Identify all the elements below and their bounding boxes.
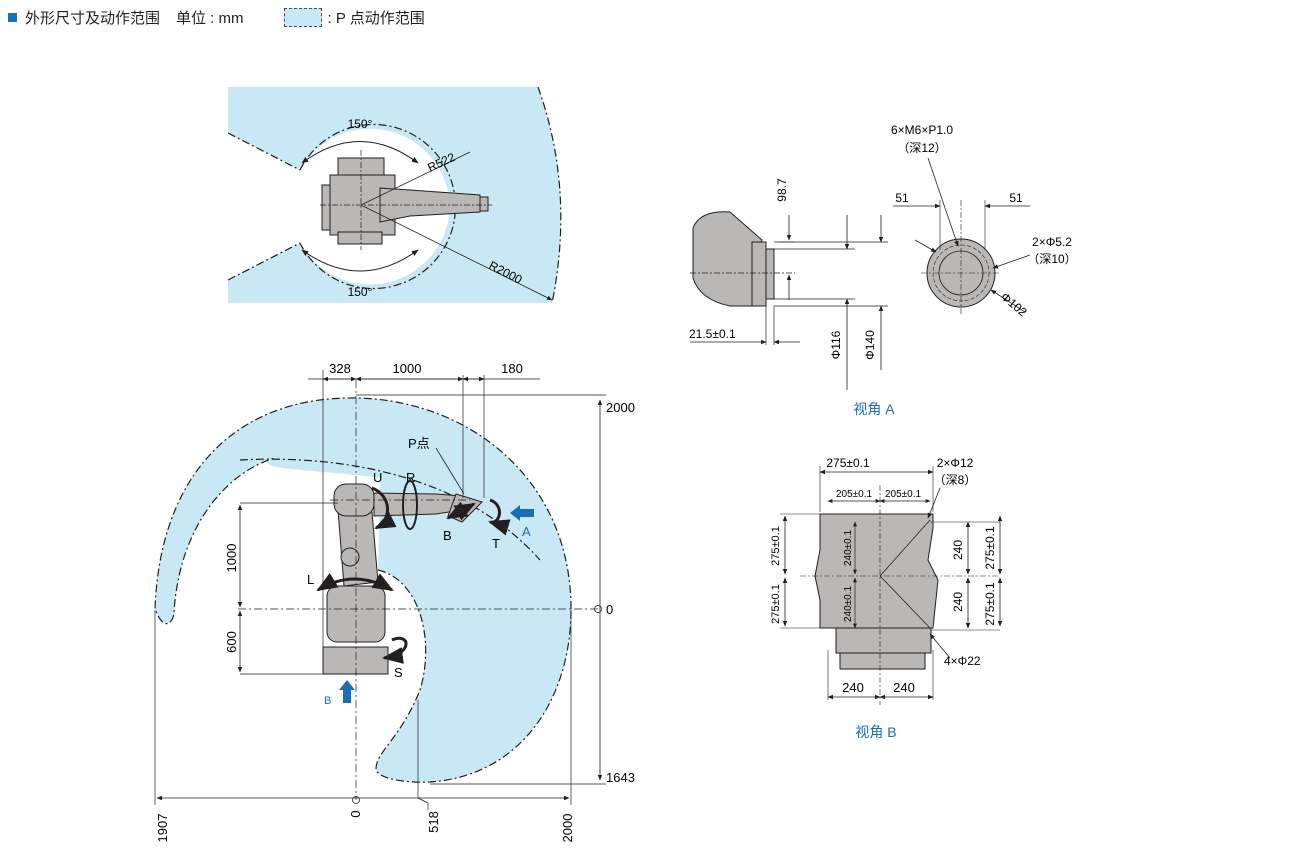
axis-r-arrow xyxy=(402,480,418,530)
axis-u-arrow xyxy=(371,486,397,530)
arc-arrow-top xyxy=(301,141,419,164)
axis-r-label: R xyxy=(406,470,415,485)
bottom-240-right-label: 240 xyxy=(893,680,915,695)
top-view: 150° 150° R522 R2000 xyxy=(227,86,562,304)
dim-21-5: 21.5±0.1 xyxy=(689,327,736,341)
view-a: 98.7 21.5±0.1 Φ116 Φ140 51 51 6×M6×P1.0 … xyxy=(689,123,1077,417)
left-275-bottom-label: 275±0.1 xyxy=(770,584,782,624)
phi102-label: Φ102 xyxy=(998,290,1030,320)
view-b-label: B xyxy=(324,695,331,707)
r275-top-label: 275±0.1 xyxy=(983,526,997,570)
view-a-caption: 视角 A xyxy=(853,401,895,417)
legend-swatch xyxy=(283,7,322,27)
side-range-area xyxy=(155,397,571,783)
view-a-arrow xyxy=(510,505,534,521)
dim-bottom-0: 0 xyxy=(348,810,363,817)
pin-depth-label: （深10） xyxy=(1027,252,1076,266)
dim-51-left: 51 xyxy=(895,191,909,205)
dim-bottom-518: 518 xyxy=(426,811,441,833)
dim-right-0: 0 xyxy=(606,602,613,617)
thread-depth-label: （深12） xyxy=(897,141,946,155)
s205-left-label: 205±0.1 xyxy=(836,489,873,500)
axis-t-label: T xyxy=(492,536,500,551)
side-view: 328 1000 180 2000 0 1643 1000 600 1907 0… xyxy=(154,361,635,843)
dim-180: 180 xyxy=(501,361,523,376)
header-unit: 单位 : mm xyxy=(176,9,244,27)
dim-phi116: Φ116 xyxy=(829,330,843,359)
dim-51-right: 51 xyxy=(1009,191,1023,205)
axis-t-arrow xyxy=(487,498,511,536)
in-240-bottom-label: 240±0.1 xyxy=(843,586,854,623)
legend-label: : P 点动作范围 xyxy=(327,9,425,27)
bullet-square-icon xyxy=(8,12,17,22)
view-b: 275±0.1 205±0.1 205±0.1 2×Φ12 （深8） 275±0… xyxy=(770,456,1003,740)
header: 外形尺寸及动作范围 单位 : mm : P 点动作范围 xyxy=(8,6,425,28)
view-b-arrow xyxy=(339,680,355,703)
robot-side-shape xyxy=(322,483,483,675)
holes12-label: 2×Φ12 xyxy=(937,456,974,470)
bottom-240-left-label: 240 xyxy=(842,680,864,695)
axis-s-label: S xyxy=(394,665,403,680)
dim-bottom-1907: 1907 xyxy=(155,814,170,843)
dim-98-7: 98.7 xyxy=(775,178,789,202)
dim-left-1000: 1000 xyxy=(224,544,239,573)
in-240-top-label: 240±0.1 xyxy=(843,530,854,567)
axis-l-arrow xyxy=(316,572,394,592)
p-point-label: P点 xyxy=(408,436,430,451)
top-range-area xyxy=(228,87,561,303)
view-b-base-shape xyxy=(814,513,939,629)
view-a-label: A xyxy=(522,524,531,539)
dim-phi140: Φ140 xyxy=(863,330,877,360)
r275-bottom-label: 275±0.1 xyxy=(983,582,997,626)
axis-b-label: B xyxy=(443,528,452,543)
s205-right-label: 205±0.1 xyxy=(885,489,922,500)
left-275-top-label: 275±0.1 xyxy=(770,526,782,566)
dim-1000: 1000 xyxy=(393,361,422,376)
dim-right-1643: 1643 xyxy=(606,770,635,785)
r240-top-label: 240 xyxy=(951,540,965,560)
dim-328: 328 xyxy=(329,361,351,376)
dim-bottom-2000: 2000 xyxy=(560,814,575,843)
dim-right-2000: 2000 xyxy=(606,400,635,415)
holes22-label: 4×Φ22 xyxy=(944,654,981,668)
arc-arrow-bottom xyxy=(301,249,419,272)
angle-top-label: 150° xyxy=(348,117,373,131)
axis-l-label: L xyxy=(307,572,314,587)
pin-label: 2×Φ5.2 xyxy=(1032,235,1072,249)
angle-bottom-label: 150° xyxy=(348,285,373,299)
holes12-depth-label: （深8） xyxy=(934,473,977,487)
top-275-label: 275±0.1 xyxy=(826,456,870,470)
thread-label: 6×M6×P1.0 xyxy=(891,123,953,137)
header-title: 外形尺寸及动作范围 xyxy=(25,9,161,27)
axis-u-label: U xyxy=(373,470,382,485)
r240-bottom-label: 240 xyxy=(951,592,965,612)
view-b-caption: 视角 B xyxy=(855,724,896,740)
axis-s-arrow xyxy=(381,636,408,664)
dim-left-600: 600 xyxy=(224,631,239,653)
